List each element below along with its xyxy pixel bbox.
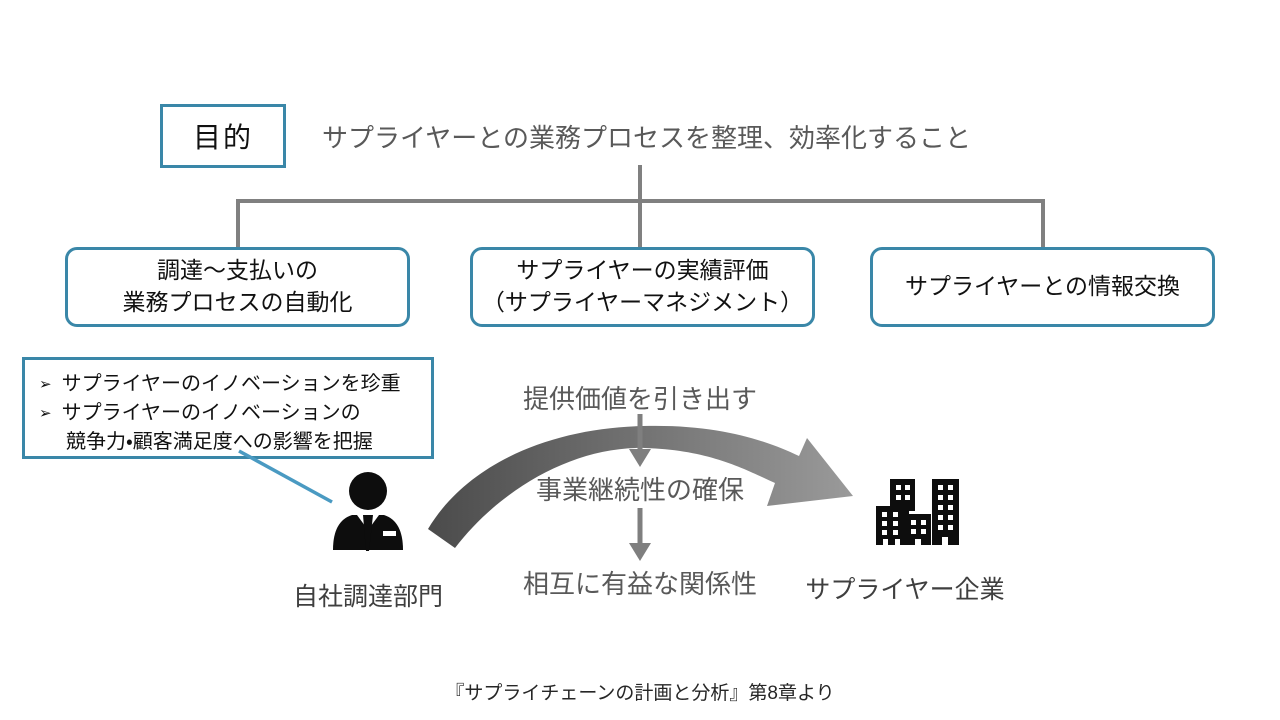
note-bullet-2: ➢ サプライヤーのイノベーションの [37, 399, 423, 428]
note-bullet-1: ➢ サプライヤーのイノベーションを珍重 [37, 370, 423, 399]
down-arrow-icon [629, 414, 651, 467]
process-box-information: サプライヤーとの情報交換 [870, 247, 1215, 327]
process-box-automation-line1: 調達～支払いの [157, 257, 318, 284]
curved-arrow-icon [428, 425, 853, 548]
process-box-automation: 調達～支払いの 業務プロセスの自動化 [65, 247, 410, 327]
connector-drop-left [236, 199, 240, 247]
flow-step-2: 事業継続性の確保 [535, 475, 744, 505]
process-box-information-line1: サプライヤーとの情報交換 [904, 273, 1181, 300]
callout-line [238, 449, 333, 504]
note-bullet-1-text: サプライヤーのイノベーションを珍重 [61, 373, 401, 395]
down-arrow-icon [629, 508, 651, 561]
supplier-label: サプライヤー企業 [805, 576, 1005, 604]
flow-step-1: 提供価値を引き出す [522, 384, 757, 414]
innovation-note-box: ➢ サプライヤーのイノベーションを珍重 ➢ サプライヤーのイノベーションの 競争… [22, 357, 434, 459]
connector-drop-right [1041, 199, 1045, 247]
procurement-label: 自社調達部門 [292, 583, 443, 611]
connector-stem [638, 165, 642, 203]
process-box-automation-line2: 業務プロセスの自動化 [122, 289, 353, 315]
source-caption: 『サプライチェーンの計画と分析』第8章より [445, 683, 835, 704]
bullet-arrow-icon: ➢ [39, 404, 52, 422]
purpose-label-box: 目的 [160, 104, 286, 168]
process-box-evaluation: サプライヤーの実績評価 （サプライヤーマネジメント） [470, 247, 815, 327]
connector-drop-middle [638, 199, 642, 247]
buildings-icon [876, 479, 959, 545]
purpose-description: サプライヤーとの業務プロセスを整理、効率化すること [322, 123, 971, 153]
process-box-evaluation-line2: （サプライヤーマネジメント） [481, 289, 804, 315]
process-box-evaluation-line1: サプライヤーの実績評価 [516, 257, 769, 284]
businessman-icon [333, 472, 403, 551]
purpose-label: 目的 [192, 122, 253, 153]
flow-step-3: 相互に有益な関係性 [522, 569, 757, 599]
note-bullet-2-continuation: 競争力・顧客満足度への影響を把握 [66, 430, 373, 453]
note-bullet-2-text: サプライヤーのイノベーションの [61, 401, 361, 424]
bullet-arrow-icon: ➢ [39, 376, 52, 393]
